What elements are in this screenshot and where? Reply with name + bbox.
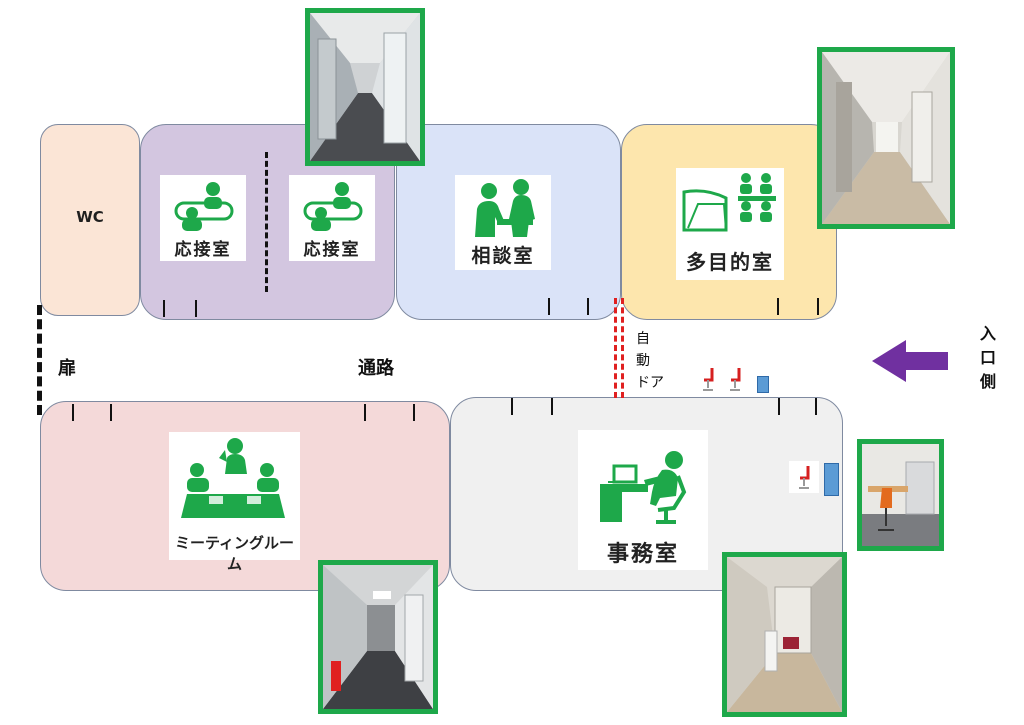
reception-partition: [265, 152, 268, 292]
multipurpose-pictogram: [682, 173, 776, 232]
photo-corridor-right: [817, 47, 955, 229]
multipurpose-label: 多目的室: [686, 250, 774, 274]
office-label: 事務室: [606, 542, 679, 567]
chair-icon: [730, 368, 741, 391]
photo-corridor-bottom-left: [318, 560, 438, 714]
reception-card-2: 応接室: [289, 175, 375, 261]
entrance-arrow-icon: [872, 340, 948, 382]
auto-door-line: [614, 298, 617, 398]
reception-card-1: 応接室: [160, 175, 246, 261]
chair-icon: [799, 466, 810, 489]
photo-office-desk: [857, 439, 944, 551]
waste-bin-icon: [757, 376, 769, 393]
door-mark: [817, 298, 819, 315]
reception-pictogram: [303, 182, 363, 231]
door-mark: [72, 404, 74, 421]
entrance-label: 入 口 側: [979, 324, 996, 391]
door-mark: [815, 398, 817, 415]
office-pictogram: [600, 451, 687, 524]
door-mark: [163, 300, 165, 317]
door-mark: [548, 298, 550, 315]
door-mark: [413, 404, 415, 421]
door-mark: [551, 398, 553, 415]
multipurpose-card: 多目的室: [676, 168, 784, 280]
door-mark: [777, 298, 779, 315]
reception-label: 応接室: [303, 240, 361, 260]
office-card: 事務室: [578, 430, 708, 570]
chair-icon: [703, 368, 714, 391]
meeting-label: ミーティングルーム: [174, 534, 295, 573]
auto-door-label: 自 動 ドア: [636, 331, 664, 391]
door-label: 扉: [58, 358, 76, 379]
meeting-card: ミーティングルーム: [169, 432, 300, 573]
door-mark: [778, 398, 780, 415]
wc-label: WC: [76, 208, 104, 226]
consultation-label: 相談室: [471, 245, 535, 267]
door-dashed-line: [37, 305, 42, 415]
auto-door-line: [621, 298, 624, 398]
door-mark: [110, 404, 112, 421]
reception-pictogram: [174, 182, 234, 231]
door-mark: [587, 298, 589, 315]
meeting-pictogram: [181, 438, 285, 518]
photo-office-entrance: [722, 552, 847, 717]
consultation-pictogram: [475, 179, 535, 237]
waste-bin-icon: [824, 463, 839, 496]
photo-corridor-top: [305, 8, 425, 166]
door-mark: [195, 300, 197, 317]
door-mark: [364, 404, 366, 421]
door-mark: [511, 398, 513, 415]
consultation-card: 相談室: [455, 175, 551, 270]
reception-label: 応接室: [174, 240, 232, 260]
corridor-label: 通路: [358, 358, 394, 379]
room-wc: [40, 124, 140, 316]
